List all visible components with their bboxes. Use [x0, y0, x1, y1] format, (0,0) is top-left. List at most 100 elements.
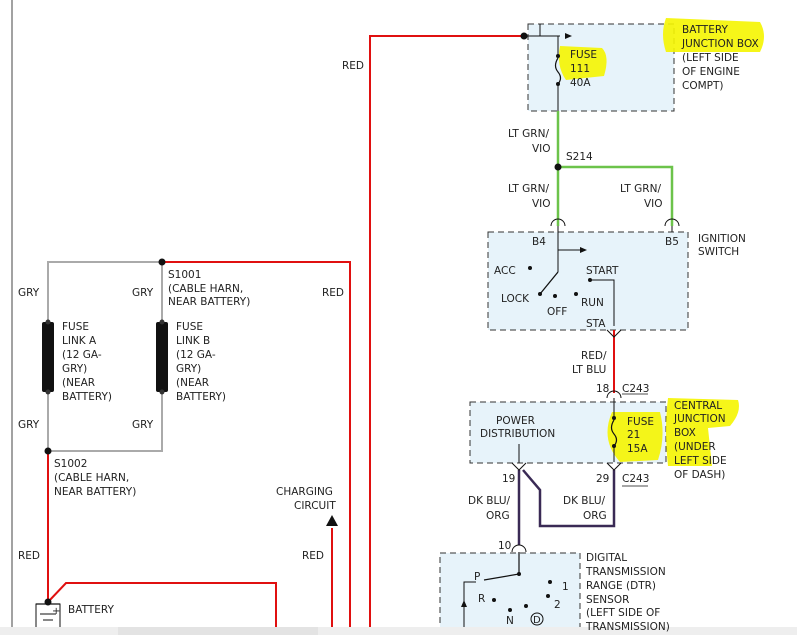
dtr-title-2: TRANSMISSION	[585, 566, 666, 578]
fuse-111-label-1: FUSE	[570, 49, 597, 61]
bjb-title-1: BATTERY	[682, 24, 728, 36]
wire-label-gry-2: GRY	[132, 287, 154, 299]
s1002-dot	[44, 447, 52, 455]
cjb-title-1: CENTRAL	[674, 400, 722, 412]
wire-label-dkblu-2b: ORG	[583, 510, 607, 522]
wire-label-red-4: RED	[18, 550, 40, 562]
fuse-link-a-4: GRY)	[62, 363, 87, 375]
cjb-title-4: (UNDER	[674, 441, 716, 453]
s1002-label-3: NEAR BATTERY)	[54, 486, 136, 498]
dtr-title-5: (LEFT SIDE OF	[586, 607, 660, 619]
charging-circuit-1: CHARGING	[276, 486, 333, 498]
wire-label-redltblu-1: RED/	[581, 350, 607, 362]
wire-label-redltblu-2: LT BLU	[572, 364, 606, 376]
s1001-dot	[158, 258, 166, 266]
connector-c243-bottom: C243	[622, 473, 649, 485]
s1001-label-1: S1001	[168, 269, 201, 281]
s1001-label-3: NEAR BATTERY)	[168, 296, 250, 308]
wire-label-ltgrn-3b: VIO	[644, 198, 663, 210]
pin-29: 29	[596, 473, 609, 485]
fuse-111-highlight	[558, 46, 607, 80]
dtr-title-4: SENSOR	[586, 594, 629, 606]
fuse-link-b-1: FUSE	[176, 321, 203, 333]
fuse-21-label-2: 21	[627, 429, 640, 441]
fuse-link-a-3: (12 GA-	[62, 349, 102, 361]
connector-c243-top: C243	[622, 383, 649, 395]
s1002-label-1: S1002	[54, 458, 87, 470]
wire-label-gry-4: GRY	[132, 419, 154, 431]
dtr-pos-2: 2	[554, 599, 561, 611]
fuse-link-a-6: BATTERY)	[62, 391, 112, 403]
battery-label: BATTERY	[68, 604, 114, 616]
fuse-21-highlight	[607, 412, 663, 462]
fuse-link-b-2: LINK B	[176, 335, 210, 347]
gry-wire-top	[47, 261, 162, 322]
fuse-link-a-2: LINK A	[62, 335, 97, 347]
pos-lock: LOCK	[501, 293, 530, 305]
s214-label: S214	[566, 151, 593, 163]
fuse-21-symbol	[610, 419, 618, 447]
fuse-111-label-2: 111	[570, 63, 590, 75]
pos-start: START	[586, 265, 619, 277]
pin-19: 19	[502, 473, 515, 485]
dtr-title-3: RANGE (DTR)	[586, 580, 656, 592]
power-dist-2: DISTRIBUTION	[480, 428, 555, 440]
dtr-pos-p: P	[474, 571, 480, 583]
dtr-pos-n: N	[506, 615, 514, 627]
s214-dot	[554, 163, 562, 171]
wire-label-dkblu-1a: DK BLU/	[468, 495, 511, 507]
ignition-title-1: IGNITION	[698, 233, 746, 245]
wire-label-ltgrn-3a: LT GRN/	[620, 183, 661, 195]
central-junction-box-highlight	[666, 398, 739, 466]
dk-blu-org-wire-29	[522, 469, 616, 528]
wire-label-red-1: RED	[342, 60, 364, 72]
cjb-title-3: BOX	[674, 427, 696, 439]
dtr-pos-1: 1	[562, 581, 569, 593]
cjb-title-6: OF DASH)	[674, 469, 725, 481]
pos-acc: ACC	[494, 265, 516, 277]
cjb-title-5: LEFT SIDE	[674, 455, 727, 467]
wire-label-ltgrn-2b: VIO	[532, 198, 551, 210]
wire-label-gry-1: GRY	[18, 287, 40, 299]
dtr-title-1: DIGITAL	[586, 552, 627, 564]
ignition-switch-box	[487, 231, 689, 331]
gry-wire-b-bottom	[48, 392, 163, 452]
fuse-link-b-4: GRY)	[176, 363, 201, 375]
bjb-title-5: COMPT)	[682, 80, 724, 92]
pin-b4: B4	[532, 236, 546, 248]
wire-label-gry-3: GRY	[18, 419, 40, 431]
cjb-title-2: JUNCTION	[673, 413, 726, 425]
red-wire-s1001	[162, 261, 351, 635]
red-wire-main	[369, 35, 524, 635]
fuse-link-b	[156, 322, 168, 392]
fuse-link-a-1: FUSE	[62, 321, 89, 333]
fuse-link-b-6: BATTERY)	[176, 391, 226, 403]
lt-grn-vio-wire-b5	[558, 165, 674, 226]
wire-label-red-3: RED	[302, 550, 324, 562]
bjb-title-4: OF ENGINE	[682, 66, 740, 78]
battery-junction-box-highlight	[663, 18, 764, 52]
fuse-link-a-5: (NEAR	[62, 377, 95, 389]
wire-label-ltgrn-2a: LT GRN/	[508, 183, 549, 195]
wire-label-dkblu-2a: DK BLU/	[563, 495, 606, 507]
fuse-link-b-3: (12 GA-	[176, 349, 216, 361]
pos-sta: STA	[586, 318, 606, 330]
dtr-pos-d: D	[533, 615, 541, 626]
fuse-21-label-3: 15A	[627, 443, 648, 455]
fuse-111-symbol	[554, 57, 562, 85]
svg-text:+: +	[52, 606, 60, 617]
wire-label-red-2: RED	[322, 287, 344, 299]
red-wire-battery	[47, 582, 277, 635]
dtr-pos-r: R	[478, 593, 485, 605]
ignition-title-2: SWITCH	[698, 246, 739, 258]
pin-b5: B5	[665, 236, 679, 248]
s1002-label-2: (CABLE HARN,	[54, 472, 129, 484]
pos-off: OFF	[547, 306, 567, 318]
bjb-title-2: JUNCTION BOX	[681, 38, 759, 50]
fuse-111-label-3: 40A	[570, 77, 591, 89]
pin-18: 18	[596, 383, 609, 395]
s1001-label-2: (CABLE HARN,	[168, 283, 243, 295]
fuse-21-label-1: FUSE	[627, 416, 654, 428]
